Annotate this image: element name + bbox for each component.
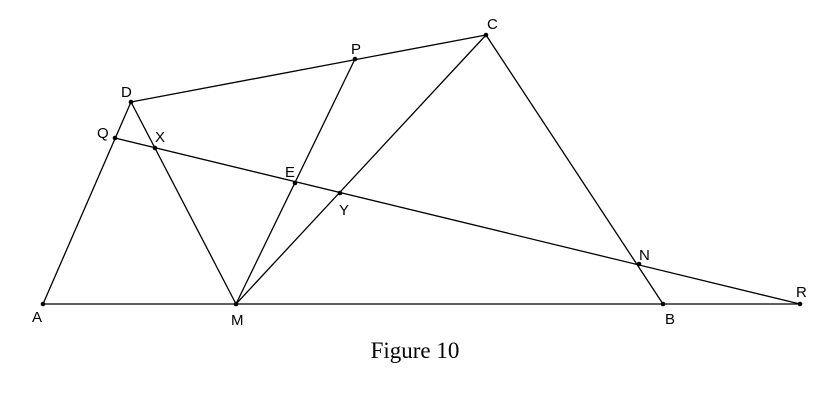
- point-p: [352, 56, 358, 62]
- segment-dc: [130, 34, 487, 103]
- label-y: Y: [339, 202, 349, 219]
- figure-labels: A M B R C P D Q X E Y N: [32, 16, 807, 329]
- segment-mc: [235, 34, 487, 305]
- figure-caption: Figure 10: [370, 338, 460, 363]
- point-y: [337, 190, 343, 196]
- segment-dm: [130, 101, 237, 305]
- point-m: [233, 301, 239, 307]
- label-r: R: [796, 284, 807, 301]
- figure-points: [40, 32, 803, 307]
- label-m: M: [231, 312, 244, 329]
- label-e: E: [285, 164, 295, 181]
- point-a: [40, 301, 46, 307]
- point-c: [483, 32, 489, 38]
- label-x: X: [155, 129, 165, 146]
- point-b: [660, 301, 666, 307]
- segment-cb: [485, 34, 664, 305]
- point-r: [797, 301, 803, 307]
- point-e: [292, 180, 298, 186]
- point-d: [128, 99, 134, 105]
- label-p: P: [351, 41, 361, 58]
- label-a: A: [32, 309, 42, 326]
- point-q: [112, 135, 118, 141]
- point-x: [152, 145, 158, 151]
- label-c: C: [487, 16, 498, 33]
- label-q: Q: [97, 125, 109, 142]
- label-d: D: [121, 84, 132, 101]
- figure-segments: [42, 34, 801, 305]
- point-n: [636, 261, 642, 267]
- segment-qr: [114, 137, 801, 305]
- label-b: B: [665, 311, 675, 328]
- segment-ad: [42, 101, 132, 305]
- label-n: N: [639, 247, 650, 264]
